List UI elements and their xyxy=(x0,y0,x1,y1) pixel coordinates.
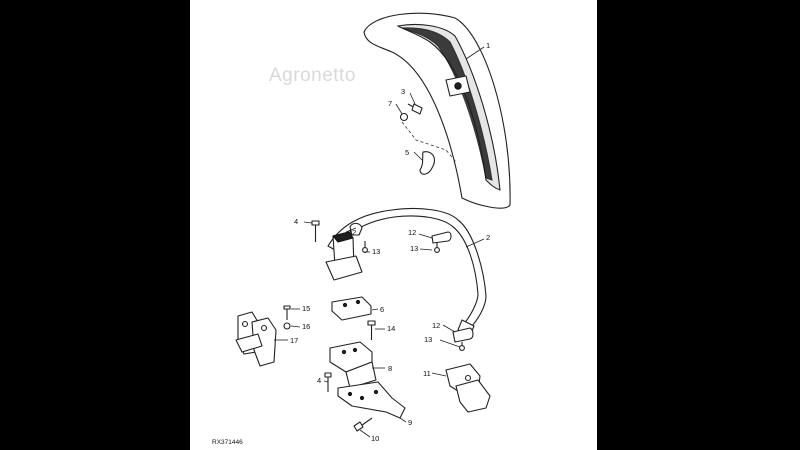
bolt-13-right xyxy=(434,243,440,253)
parts-diagram-sheet: 1 2 3 4 4 5 6 7 8 9 10 11 12 12 12 13 13… xyxy=(190,0,597,450)
bolt-15 xyxy=(283,305,291,320)
callout-6: 6 xyxy=(380,305,384,314)
callout-14: 14 xyxy=(387,324,395,333)
callout-13-lower: 13 xyxy=(424,335,432,344)
right-letterbox-bar xyxy=(597,0,800,450)
callout-13-upper: 13 xyxy=(372,247,380,256)
bolt-10 xyxy=(353,417,373,432)
clip xyxy=(419,151,435,175)
support-post xyxy=(325,231,363,281)
callout-8: 8 xyxy=(388,364,392,373)
callout-10: 10 xyxy=(371,434,379,443)
callout-12-upper: 12 xyxy=(348,228,356,237)
callout-16: 16 xyxy=(302,322,310,331)
flat-plate-9 xyxy=(337,381,406,419)
callout-numbers: 1 2 3 4 4 5 6 7 8 9 10 11 12 12 12 13 13… xyxy=(290,41,490,443)
callout-4-upper: 4 xyxy=(294,217,298,226)
callout-3: 3 xyxy=(401,87,405,96)
callout-12-lower: 12 xyxy=(432,321,440,330)
left-bracket xyxy=(235,311,277,367)
leader-lines xyxy=(274,46,485,438)
callout-13-right: 13 xyxy=(410,244,418,253)
left-letterbox-bar xyxy=(0,0,190,450)
callout-7: 7 xyxy=(388,99,392,108)
drawing-code: RX371446 xyxy=(212,439,243,446)
fender xyxy=(363,12,511,209)
bolt-4-lower xyxy=(324,372,332,392)
p-clamp-lower xyxy=(452,327,474,343)
assembly-guide-line xyxy=(401,121,457,163)
right-bracket-11 xyxy=(445,363,491,413)
callout-15: 15 xyxy=(302,304,310,313)
bolt-13-lower xyxy=(459,342,465,351)
watermark: Agronetto xyxy=(269,65,356,86)
bolt-14 xyxy=(367,320,376,340)
callout-12-right: 12 xyxy=(408,228,416,237)
lower-bracket-8 xyxy=(329,341,377,389)
callout-2: 2 xyxy=(486,233,490,242)
parts-diagram: 1 2 3 4 4 5 6 7 8 9 10 11 12 12 12 13 13… xyxy=(212,12,511,446)
p-clamp-right xyxy=(431,231,452,244)
fender-bolt xyxy=(399,103,423,122)
p-clamp-upper xyxy=(349,222,363,236)
callout-11: 11 xyxy=(423,369,431,378)
bolt-4-upper xyxy=(311,220,320,242)
mounting-plate xyxy=(331,296,372,321)
callout-9: 9 xyxy=(408,418,412,427)
bolt-13-upper xyxy=(362,241,368,253)
callout-5: 5 xyxy=(405,148,409,157)
callout-1: 1 xyxy=(486,41,490,50)
callout-17: 17 xyxy=(290,336,298,345)
washer-16 xyxy=(283,322,291,330)
callout-4-lower: 4 xyxy=(317,376,321,385)
